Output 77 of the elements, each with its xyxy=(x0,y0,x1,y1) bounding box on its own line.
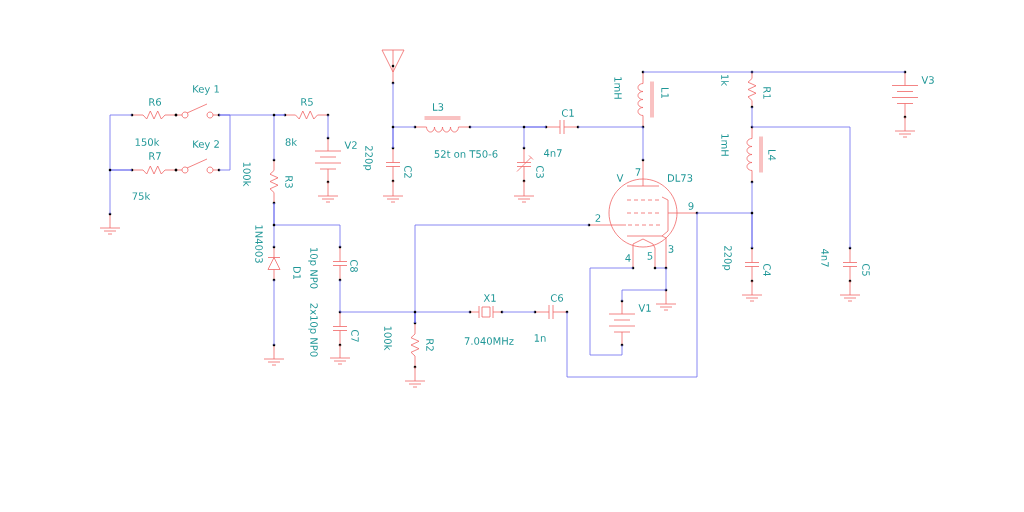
wire xyxy=(566,212,698,378)
wire xyxy=(273,114,286,161)
wire xyxy=(218,114,231,171)
component-label: C4 xyxy=(763,263,771,277)
antenna-symbol xyxy=(381,49,405,85)
wire xyxy=(751,71,906,73)
ground-symbol xyxy=(655,288,677,311)
component-label: D1 xyxy=(293,266,301,280)
wire xyxy=(414,224,590,324)
component-label: C3 xyxy=(536,165,544,178)
component-value: 150k xyxy=(135,138,160,146)
component-label: L4 xyxy=(768,150,776,161)
component-value: 52t on T50-6 xyxy=(434,150,498,158)
ground-symbol xyxy=(99,212,121,235)
pin-number: 2 xyxy=(595,214,601,222)
pin-number: 9 xyxy=(688,202,694,210)
ground-symbol xyxy=(263,343,285,366)
component-value: 1mH xyxy=(721,134,729,156)
component-value: 1n xyxy=(534,334,546,342)
pin-number: 7 xyxy=(635,168,641,176)
wire xyxy=(696,212,753,249)
wire xyxy=(589,267,634,356)
component-label: R7 xyxy=(149,152,161,160)
tube-type-label: DL73 xyxy=(668,174,693,182)
tube-label: V xyxy=(616,174,624,182)
wire xyxy=(621,289,667,302)
pin-number: 4 xyxy=(625,254,631,262)
component-label: R5 xyxy=(301,98,313,106)
wire xyxy=(501,311,536,313)
component-label: V1 xyxy=(638,304,651,312)
wire xyxy=(273,202,341,248)
component-value: 4n7 xyxy=(821,248,829,267)
wire xyxy=(751,126,851,249)
wire xyxy=(642,126,644,161)
component-label: C1 xyxy=(561,109,574,117)
wire xyxy=(392,82,394,149)
wire xyxy=(642,71,753,73)
wire xyxy=(327,114,329,139)
wire xyxy=(109,114,133,171)
component-label: L1 xyxy=(661,88,669,99)
component-label: V3 xyxy=(921,76,934,84)
wire xyxy=(523,126,547,149)
component-label: X1 xyxy=(483,294,496,302)
component-value: 1mH xyxy=(614,77,622,99)
component-label: C7 xyxy=(351,329,359,342)
wire xyxy=(109,169,133,215)
component-label: R6 xyxy=(149,98,162,106)
component-label: R3 xyxy=(285,176,293,188)
component-label: V2 xyxy=(344,141,357,149)
component-value: 4n7 xyxy=(543,149,562,157)
component-label: R1 xyxy=(763,87,771,99)
wire xyxy=(751,106,753,128)
component-value: 100k xyxy=(384,326,392,351)
component-value: 220p xyxy=(722,246,732,271)
component-value: 1N4003 xyxy=(255,225,263,263)
component-value: 1k xyxy=(721,75,729,87)
component-value: 10p NP0 xyxy=(308,248,318,289)
component-value: 75k xyxy=(132,192,151,200)
component-value: 220p xyxy=(363,146,373,171)
component-value: 100k xyxy=(243,162,251,187)
wire xyxy=(273,279,275,346)
component-label: C5 xyxy=(862,263,870,276)
wire xyxy=(665,267,667,291)
component-label: Key 1 xyxy=(193,85,219,95)
component-label: C2 xyxy=(404,165,412,178)
component-label: L3 xyxy=(433,103,444,111)
component-value: 2x10p NP0 xyxy=(308,303,318,357)
component-label: R2 xyxy=(426,339,434,351)
component-value: 7.040MHz xyxy=(464,337,514,345)
pin-number: 5 xyxy=(647,252,653,260)
component-label: Key 2 xyxy=(193,140,219,150)
component-label: C8 xyxy=(350,259,358,272)
wire xyxy=(577,126,644,128)
component-label: C6 xyxy=(550,294,564,302)
component-value: 8k xyxy=(285,138,298,146)
pin-number: 3 xyxy=(668,245,674,253)
wire xyxy=(339,279,341,313)
